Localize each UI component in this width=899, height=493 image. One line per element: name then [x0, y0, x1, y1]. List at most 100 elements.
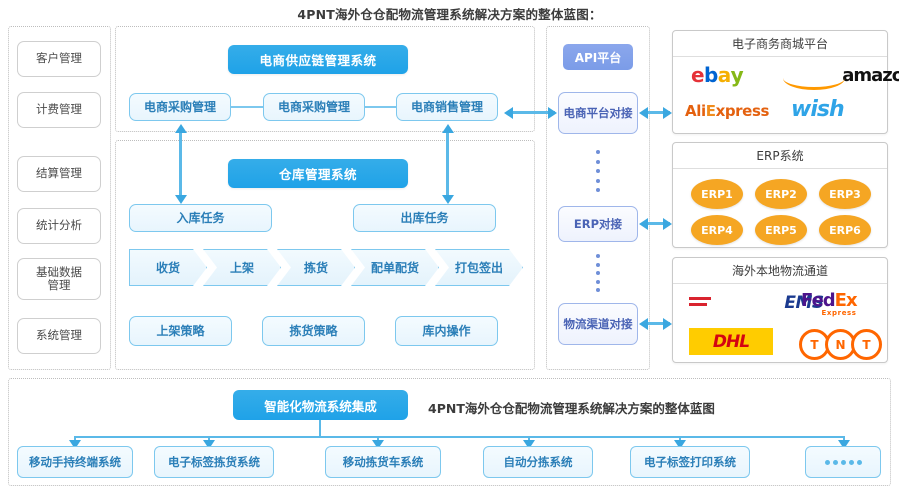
tree-trunk [319, 420, 321, 437]
sidebar-item-billing[interactable]: 计费管理 [17, 92, 101, 128]
tree-drop [208, 436, 210, 442]
arrow-head-down [174, 195, 187, 204]
sidebar-container [8, 26, 111, 370]
sidebar-item-label: 统计分析 [36, 218, 82, 233]
module-ecommerce-purchase-2[interactable]: 电商采购管理 [263, 93, 365, 121]
bottom-caption: 4PNT海外仓仓配物流管理系统解决方案的整体蓝图 [428, 401, 715, 416]
arrow-head-right [663, 217, 672, 230]
connector-erp[interactable]: ERP对接 [558, 206, 638, 242]
ems-logo-text: EMS [784, 293, 824, 313]
arrow-head-left [639, 106, 648, 119]
arrow-head-left [639, 317, 648, 330]
erp-item-4[interactable]: ERP4 [691, 215, 743, 245]
strategy-picking[interactable]: 拣货策略 [262, 316, 365, 346]
sidebar-item-customer[interactable]: 客户管理 [17, 41, 101, 77]
task-inbound[interactable]: 入库任务 [129, 204, 272, 232]
panel-erp-systems: ERP系统 ERP1 ERP2 ERP3 ERP4 ERP5 ERP6 [672, 142, 888, 248]
supply-chain-header: 电商供应链管理系统 [228, 45, 408, 74]
strategy-putaway[interactable]: 上架策略 [129, 316, 232, 346]
erp-item-1[interactable]: ERP1 [691, 179, 743, 209]
arrow-head-up [441, 124, 454, 133]
connector-ecommerce-platform[interactable]: 电商平台对接 [558, 92, 638, 134]
bottom-item-mobile-terminal[interactable]: 移动手持终端系统 [17, 446, 133, 478]
erp-item-2[interactable]: ERP2 [755, 179, 807, 209]
arrow-shaft [648, 222, 670, 225]
sidebar-item-master-data[interactable]: 基础数据管理 [17, 258, 101, 300]
sidebar-item-settlement[interactable]: 结算管理 [17, 156, 101, 192]
amazon-logo: amazon.cn [781, 65, 899, 90]
arrow-head-down [838, 440, 850, 449]
connector-logistics-channel[interactable]: 物流渠道对接 [558, 303, 638, 345]
sidebar-item-label: 基础数据管理 [36, 264, 82, 292]
tree-drop [528, 436, 530, 442]
bottom-item-mobile-cart[interactable]: 移动拣货车系统 [325, 446, 441, 478]
erp-item-5[interactable]: ERP5 [755, 215, 807, 245]
bottom-item-auto-sorting[interactable]: 自动分拣系统 [483, 446, 593, 478]
page-title: 4PNT海外仓仓配物流管理系统解决方案的整体蓝图： [297, 7, 602, 22]
fedex-logo-sub: Express [821, 309, 857, 317]
process-step-packing[interactable]: 打包签出 [435, 249, 523, 286]
vertical-dots-decoration [594, 254, 602, 292]
sidebar-item-label: 客户管理 [36, 51, 82, 66]
sidebar-item-analytics[interactable]: 统计分析 [17, 208, 101, 244]
arrow-head-down [372, 440, 384, 449]
arrow-head-right [548, 106, 557, 119]
dhl-logo-text: DHL [712, 331, 750, 352]
bottom-item-etag-picking[interactable]: 电子标签拣货系统 [154, 446, 274, 478]
arrow-shaft [179, 133, 182, 195]
arrow-head-down [203, 440, 215, 449]
ems-logo: EMS [689, 293, 899, 313]
wish-logo: wish [791, 97, 845, 122]
arrow-head-down [523, 440, 535, 449]
bottom-item-more[interactable] [805, 446, 881, 478]
vertical-dots-decoration [594, 150, 602, 192]
arrow-head-up [174, 124, 187, 133]
arrow-head-right [663, 317, 672, 330]
panel-title: ERP系统 [673, 143, 887, 169]
sidebar-item-system[interactable]: 系统管理 [17, 318, 101, 354]
module-ecommerce-sales[interactable]: 电商销售管理 [396, 93, 498, 121]
panel-body: ERP1 ERP2 ERP3 ERP4 ERP5 ERP6 [673, 169, 887, 247]
arrow-shaft [648, 322, 670, 325]
tree-drop [377, 436, 379, 442]
arrow-head-down [441, 195, 454, 204]
bottom-item-etag-printing[interactable]: 电子标签打印系统 [630, 446, 750, 478]
bottom-container [8, 378, 891, 486]
sidebar-item-label: 结算管理 [36, 166, 82, 181]
arrow-head-down [69, 440, 81, 449]
fedex-logo: FedEx Express [801, 290, 858, 317]
sidebar-item-label: 计费管理 [36, 102, 82, 117]
warehouse-header: 仓库管理系统 [228, 159, 408, 188]
erp-item-3[interactable]: ERP3 [819, 179, 871, 209]
arrow-shaft [513, 111, 555, 114]
task-outbound[interactable]: 出库任务 [353, 204, 496, 232]
arrow-shaft [648, 111, 670, 114]
strategy-inwarehouse-ops[interactable]: 库内操作 [395, 316, 498, 346]
tree-drop [843, 436, 845, 442]
process-step-sorting[interactable]: 配单配货 [351, 249, 439, 286]
sidebar-item-label: 系统管理 [36, 328, 82, 343]
arrow-head-right [663, 106, 672, 119]
ellipsis-icon [824, 459, 862, 465]
tree-bus [74, 436, 845, 438]
arrow-shaft [446, 133, 449, 195]
erp-item-6[interactable]: ERP6 [819, 215, 871, 245]
tree-drop [679, 436, 681, 442]
arrow-head-left [639, 217, 648, 230]
process-step-receiving[interactable]: 收货 [129, 249, 207, 286]
connector-line [231, 106, 263, 108]
bottom-header: 智能化物流系统集成 [233, 390, 408, 420]
connector-line [365, 106, 396, 108]
tree-drop [74, 436, 76, 442]
module-ecommerce-purchase-1[interactable]: 电商采购管理 [129, 93, 231, 121]
arrow-head-down [674, 440, 686, 449]
panel-title: 海外本地物流通道 [673, 258, 887, 284]
dhl-logo: DHL [689, 328, 773, 355]
